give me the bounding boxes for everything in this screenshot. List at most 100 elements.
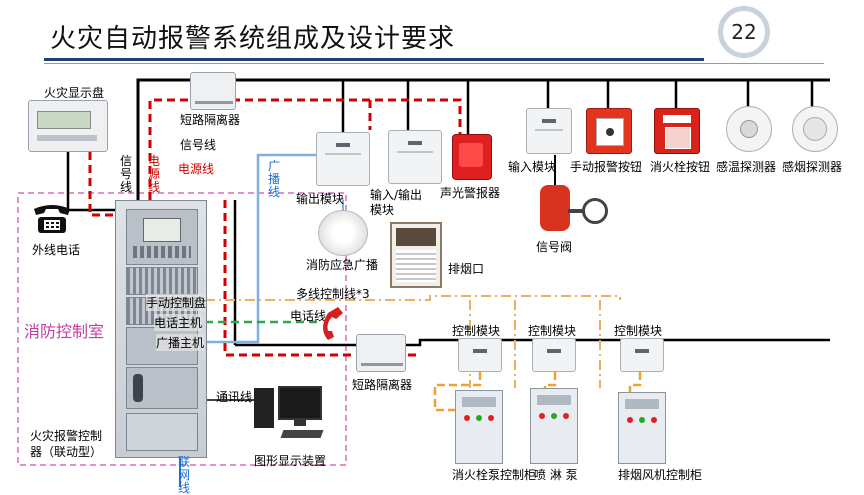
label-sprinkler-pump-cabinet: 喷 淋 泵: [534, 468, 578, 482]
label-manual-control-panel: 手动控制盘: [146, 294, 207, 311]
label-fire-alarm-controller: 火灾报警控制器（联动型）: [30, 429, 103, 459]
label-broadcast-host: 广播主机: [156, 334, 205, 351]
signal-bus-top: [136, 78, 830, 200]
signal-valve: [540, 185, 570, 231]
cabinet-microphone: [133, 374, 143, 402]
monitor-stand: [294, 420, 306, 426]
cm1-led: [473, 349, 487, 353]
label-isolator-bottom: 短路隔离器: [352, 378, 413, 392]
output-module-led: [336, 143, 350, 147]
cabinet-display-panel: [126, 209, 198, 265]
label-sound-light-alarm: 声光警报器: [440, 186, 501, 200]
label-hydrant-button: 消火栓按钮: [650, 160, 711, 174]
label-signal-line-vertical: 信号线: [120, 154, 133, 194]
cabinet-keypad: [133, 246, 191, 258]
cabinet-broadcast-panel: [126, 367, 198, 409]
sprinkler-pump-light-red: [539, 413, 545, 419]
label-signal-line-top: 信号线: [180, 138, 217, 152]
smoke-fan-light-red-2: [651, 417, 657, 423]
cabinet-lower-panel: [126, 413, 198, 451]
label-graphic-display: 图形显示装置: [254, 454, 327, 468]
telephone-icon: [30, 203, 74, 235]
control-room-border: [17, 192, 347, 466]
isolator-bottom-strip: [361, 363, 403, 366]
io-module-led: [408, 141, 422, 145]
power-line-top: [148, 98, 462, 200]
short-circuit-isolator-top: [190, 72, 236, 110]
power-line-display: [88, 152, 115, 217]
smoke-fan-light-green: [639, 417, 645, 423]
smoke-outlet: [390, 222, 442, 288]
hydrant-pump-light-red-2: [488, 415, 494, 421]
label-smoke-detector: 感烟探测器: [782, 160, 843, 174]
manual-alarm-window: [596, 118, 624, 146]
sprinkler-pump-light-red-2: [563, 413, 569, 419]
computer-tower: [254, 388, 274, 428]
control-module-3: [620, 338, 664, 372]
label-io-module: 输入/输出模块: [370, 188, 423, 217]
multi-control-line: [205, 295, 621, 301]
label-control-room: 消防控制室: [24, 322, 105, 341]
label-emergency-broadcast: 消防应急广播: [306, 258, 379, 272]
hydrant-pump-meter: [462, 397, 496, 407]
heat-detector: [726, 106, 772, 152]
io-module-text: [397, 151, 433, 153]
input-module: [526, 108, 572, 154]
hydrant-button: [654, 108, 700, 154]
input-module-text: [535, 129, 563, 131]
label-external-phone: 外线电话: [32, 243, 81, 257]
hydrant-pump-light-red: [464, 415, 470, 421]
output-module: [316, 132, 370, 186]
valve-stem: [568, 209, 584, 213]
computer-monitor: [278, 386, 322, 420]
label-smoke-outlet: 排烟口: [448, 262, 485, 276]
label-signal-valve: 信号阀: [536, 240, 573, 254]
label-fire-display-panel: 火灾显示盘: [44, 86, 105, 100]
keyboard: [280, 430, 324, 438]
isolator-top-strip: [195, 101, 233, 104]
label-hydrant-pump-cabinet: 消火栓泵控制柜: [452, 468, 537, 482]
output-module-text: [325, 153, 361, 155]
hydrant-window: [665, 127, 691, 149]
sound-light-alarm: [452, 134, 492, 180]
cm2-led: [547, 349, 561, 353]
telephone-svg: [34, 205, 70, 233]
control-module-2: [532, 338, 576, 372]
hydrant-pump-light-green: [476, 415, 482, 421]
control-module-1: [458, 338, 502, 372]
sprinkler-pump-meter: [537, 395, 571, 405]
label-multi-control-line: 多线控制线*3: [296, 287, 370, 301]
title-rule-thin: [44, 63, 824, 64]
label-broadcast-line: 广播线: [268, 159, 281, 199]
page-number-badge: 22: [718, 6, 770, 58]
label-heat-detector: 感温探测器: [716, 160, 777, 174]
display-buttons: [37, 135, 97, 141]
display-screen: [37, 111, 91, 129]
label-phone-line: 电话线: [290, 309, 327, 323]
page-title: 火灾自动报警系统组成及设计要求: [50, 24, 456, 54]
cm2-to-cabinet: [543, 372, 557, 388]
label-smoke-fan-cabinet: 排烟风机控制柜: [618, 468, 703, 482]
heat-detector-core: [740, 120, 758, 138]
label-control-module-3: 控制模块: [614, 324, 663, 338]
hydrant-label-strip: [663, 115, 691, 123]
page-number: 22: [731, 20, 757, 44]
smoke-detector: [792, 106, 838, 152]
io-module: [388, 130, 442, 184]
title-rule: [44, 58, 704, 61]
sprinkler-pump-light-green: [551, 413, 557, 419]
cm3-led: [635, 349, 649, 353]
label-power-line: 电源线: [178, 162, 215, 176]
sprinkler-pump-cabinet: [530, 388, 578, 464]
cabinet-screen: [143, 218, 181, 242]
smoke-outlet-grille: [396, 250, 436, 282]
label-input-module: 输入模块: [508, 160, 557, 174]
cabinet-button-row-1: [126, 267, 198, 295]
manual-alarm-button: [586, 108, 632, 154]
short-circuit-isolator-bottom: [356, 334, 406, 372]
hydrant-pump-cabinet: [455, 390, 503, 464]
alarm-lens: [459, 143, 483, 167]
label-output-module: 输出模块: [296, 192, 345, 206]
graphic-display-computer: [252, 384, 326, 448]
label-network-line: 联网线: [178, 455, 191, 495]
